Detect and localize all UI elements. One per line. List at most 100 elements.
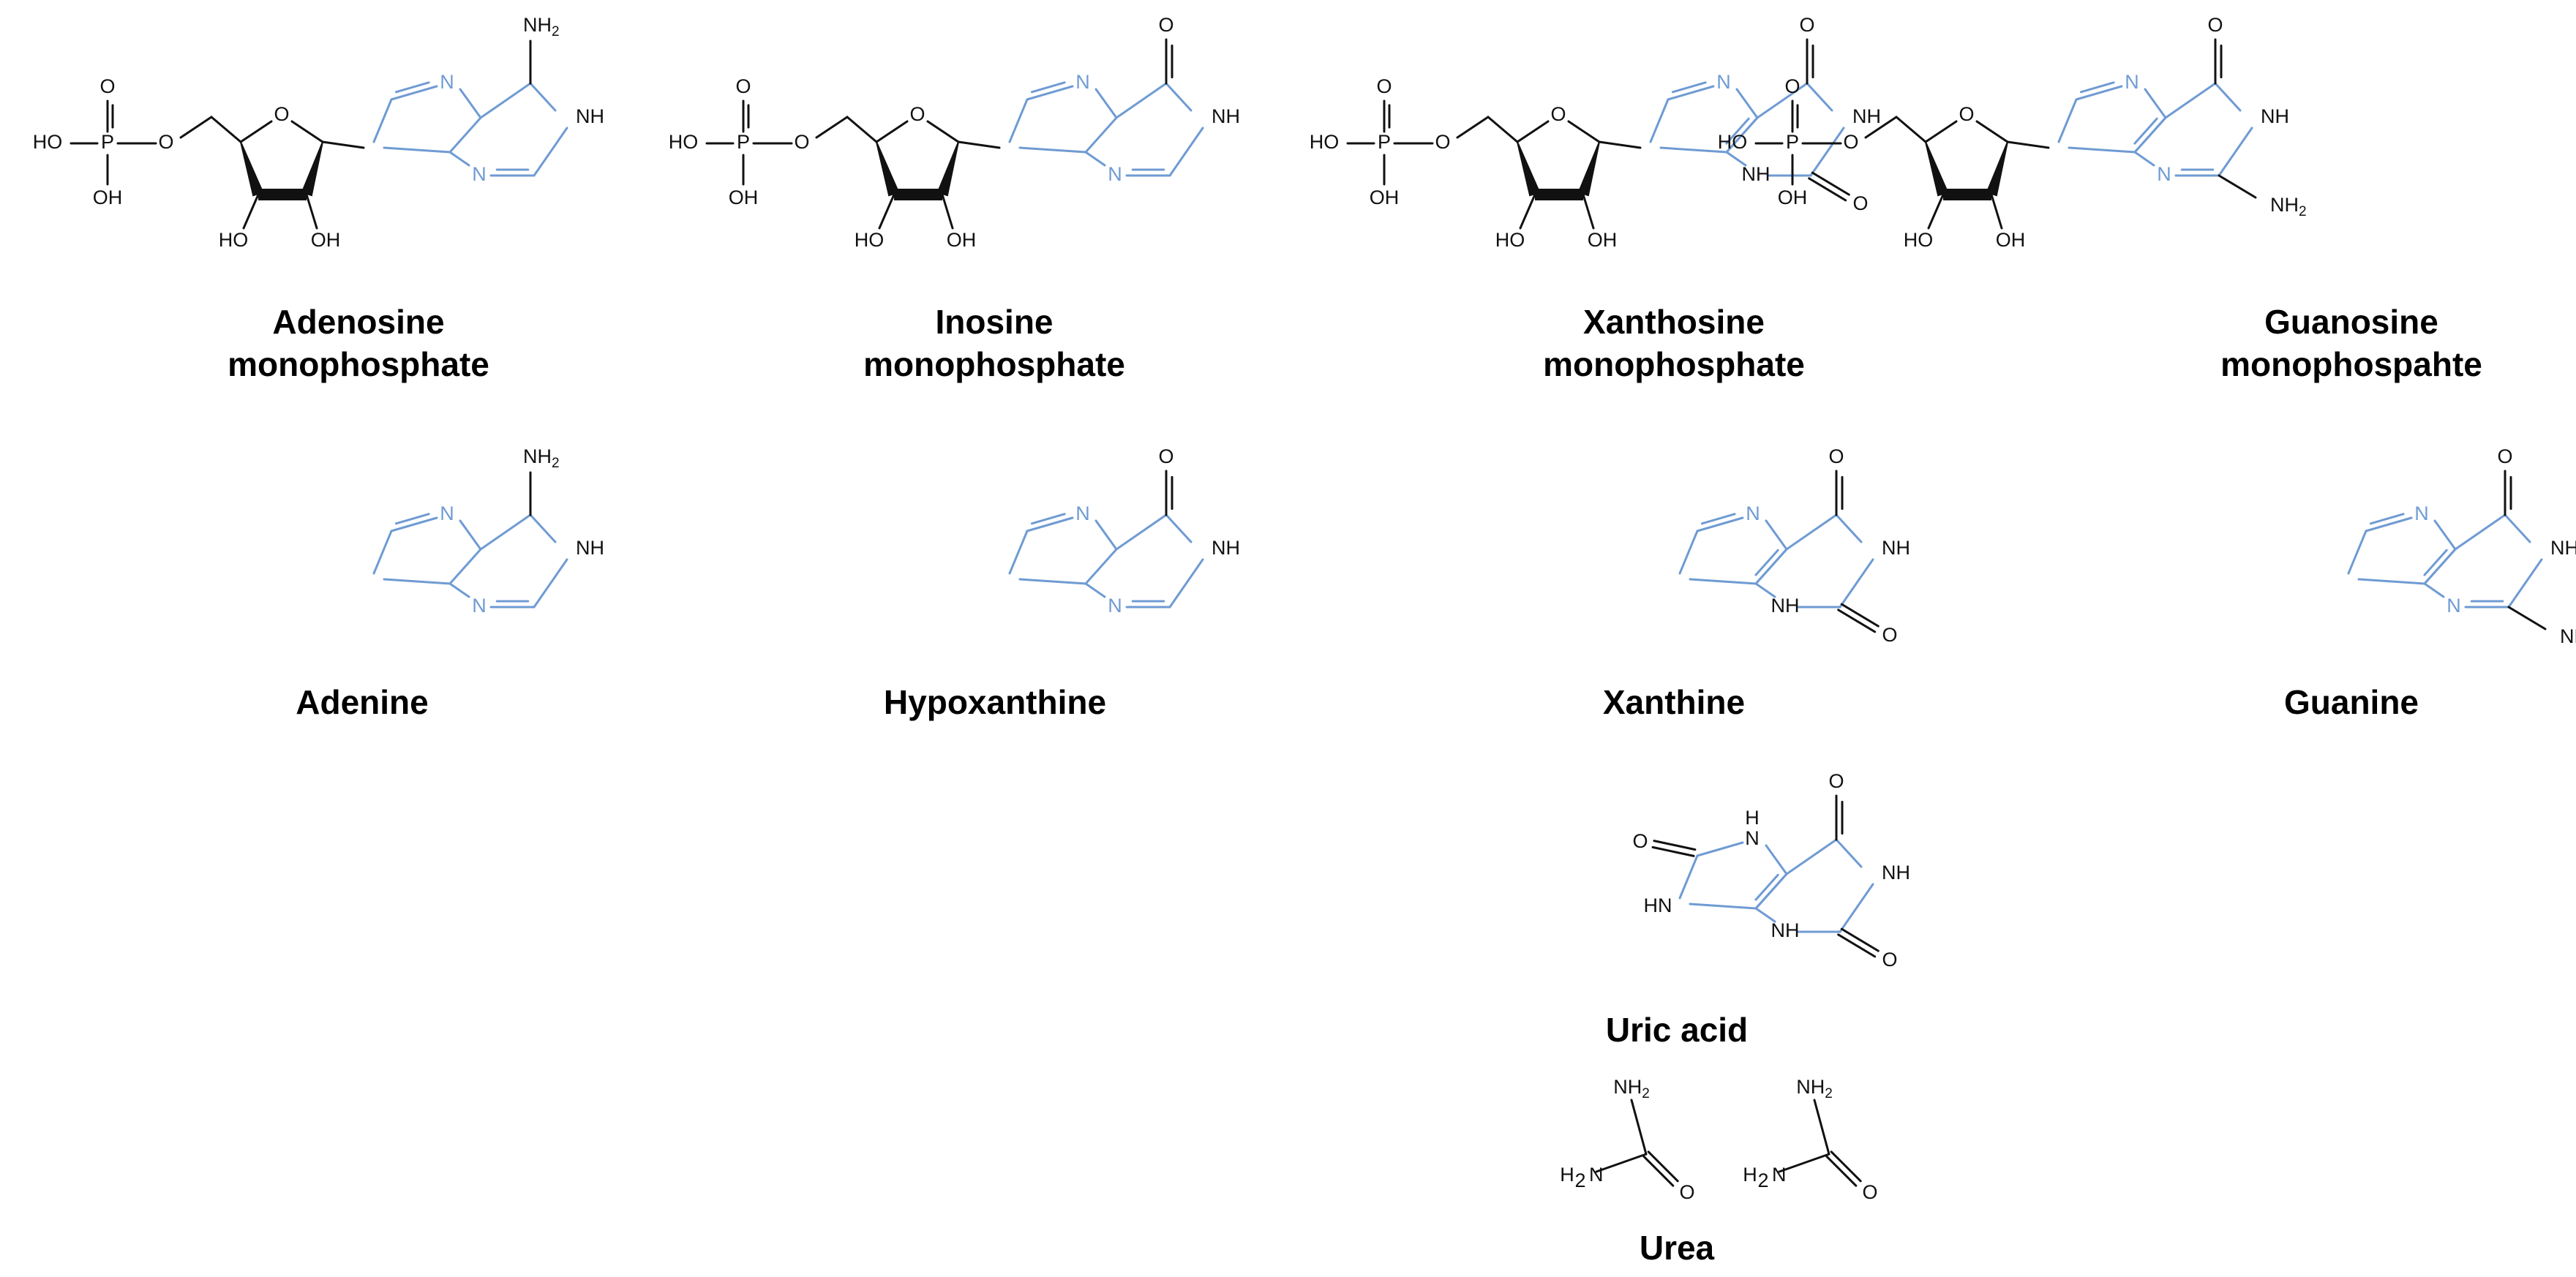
bond [2214,82,2242,112]
bond [2006,140,2050,149]
phosphorus-label: P [101,131,114,153]
bond [390,516,438,532]
bond [846,116,878,143]
bond [1018,146,1087,154]
bond [2365,516,2413,532]
bond [1765,519,1788,551]
gmp-caption-line1: Guanosine [2264,303,2438,341]
nitrogen-label: N [1746,502,1760,524]
bond [941,193,954,230]
bond [390,85,438,101]
bond [1835,838,1863,868]
nitrogen-label: N [440,71,454,93]
bond [479,82,532,119]
oxygen-label: O [1799,14,1814,36]
bond [1026,85,1074,101]
hydroxyl-label: OH [947,229,977,251]
amine-label: NH2 [1613,1076,1650,1101]
hydrogen-label: H [1745,807,1760,829]
bond [321,140,365,149]
amine-label: NH2 [2270,194,2307,219]
wedge-bond [240,141,264,197]
bond [2133,116,2167,154]
bond [2433,519,2457,551]
bond [1115,82,1168,119]
bond [1026,516,1074,532]
bond [2057,98,2078,143]
oxygen-label: O [1158,14,1174,36]
adenine-caption: Adenine [296,683,428,721]
oxygen-label: O [1862,1181,1877,1203]
wedge-bond [301,141,323,197]
bond [533,127,568,177]
bond [1785,838,1838,875]
oxygen-label: O [735,75,751,97]
oxygen-label: O [1828,445,1844,467]
hydroxyl-label: HO [33,131,63,153]
bond [875,120,909,143]
bond [459,88,482,119]
hydroxyl-label: HO [855,229,885,251]
bond [533,558,568,609]
bond [394,81,430,94]
oxygen-label: O [2497,445,2512,467]
bond [1696,841,1744,857]
bond [2133,151,2155,167]
bond [1754,873,1788,910]
bond [1582,193,1595,230]
nh-label: NH [1852,105,1881,127]
bond [1825,1155,1858,1187]
bond [2347,530,2367,575]
nh-label: NH [1882,537,1910,559]
bond [1642,1155,1675,1187]
bond [1456,116,1490,139]
bond [1735,88,1759,119]
bond [2133,117,2158,145]
hydroxyl-label: OH [1588,229,1618,251]
bond [1835,513,1863,543]
oxygen-label: O [1784,75,1800,97]
nh-label: NH [1882,862,1910,884]
oxygen-label: O [99,75,115,97]
bond [1084,548,1118,585]
nh-label: NH [1771,595,1800,617]
hydroxyl-label: OH [1996,229,2026,251]
phosphorus-label: P [1378,131,1391,153]
oxygen-label: O [274,103,289,125]
bond [2218,127,2253,177]
amine-label: N [1772,1164,1787,1186]
oxygen-label: O [1550,103,1566,125]
oxygen-label: O [1376,75,1392,97]
bond [1115,513,1168,551]
nitrogen-label: N [2447,595,2461,617]
bond [305,193,318,230]
bond [1598,140,1642,149]
xmp-caption-line2: monophosphate [1543,345,1805,383]
hydroxyl-label: HO [219,229,249,251]
bond [1813,1099,1830,1156]
oxygen-label: O [2207,14,2223,36]
nitrogen-label: N [1108,163,1122,185]
bond [1975,120,2009,143]
amine-sub-label: 2 [1574,1169,1585,1191]
hydroxyl-label: OH [1778,187,1808,208]
bond [1630,1099,1648,1156]
bond [2357,578,2426,585]
bond [815,116,849,139]
nh-label: NH [2550,537,2576,559]
bond [1924,120,1958,143]
captions: AdenosinemonophosphateInosinemonophospha… [228,303,2482,1267]
amine-label: H [1560,1164,1574,1186]
bond [1785,513,1838,551]
bond [210,116,242,143]
bond [479,513,532,551]
bond [1018,578,1087,585]
bond [1700,513,1736,525]
amp-caption-line2: monophosphate [228,345,489,383]
bond [2504,513,2531,543]
phosphorus-label: P [1786,131,1799,153]
nitrogen-label: N [1745,827,1760,849]
bond [2423,582,2445,598]
wedge-bond [1925,141,1949,197]
